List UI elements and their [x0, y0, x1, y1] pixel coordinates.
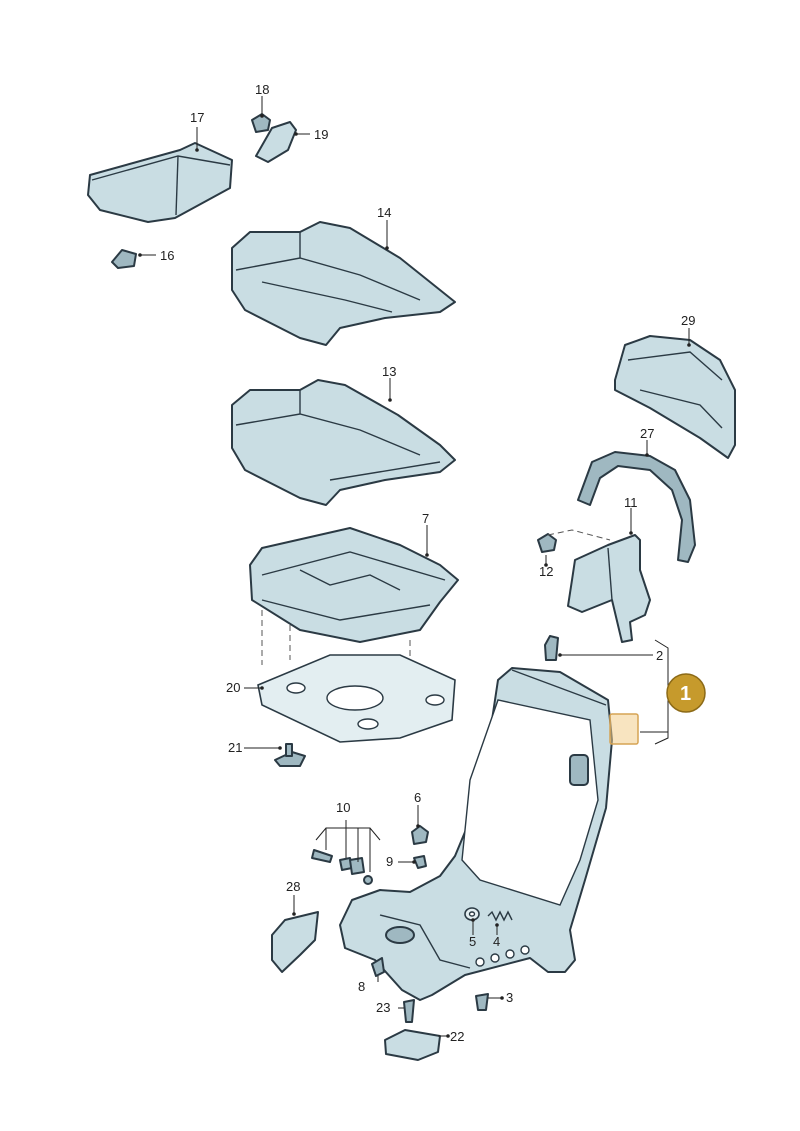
- part-21-fastener[interactable]: [274, 743, 306, 767]
- part-17-side-cushion[interactable]: [87, 142, 233, 223]
- label-7: 7: [422, 511, 429, 526]
- label-9: 9: [386, 854, 393, 869]
- label-21: 21: [228, 740, 242, 755]
- label-18: 18: [255, 82, 269, 97]
- part-28-cover[interactable]: [271, 911, 319, 973]
- part-13-seat-foam[interactable]: [231, 379, 456, 506]
- highlight-area: [609, 713, 639, 745]
- label-11: 11: [624, 495, 638, 510]
- part-23-bolt[interactable]: [403, 999, 415, 1023]
- label-2: 2: [656, 648, 663, 663]
- label-17: 17: [190, 110, 204, 125]
- part-6-nut[interactable]: [411, 825, 429, 845]
- label-6: 6: [414, 790, 421, 805]
- part-2-plug[interactable]: [544, 635, 559, 661]
- part-16-clip[interactable]: [111, 249, 137, 269]
- label-28: 28: [286, 879, 300, 894]
- label-5: 5: [469, 934, 476, 949]
- label-12: 12: [539, 564, 553, 579]
- label-14: 14: [377, 205, 391, 220]
- label-23: 23: [376, 1000, 390, 1015]
- part-10-fasteners[interactable]: [311, 849, 373, 885]
- part-29-backrest-panel[interactable]: [614, 335, 736, 459]
- label-20: 20: [226, 680, 240, 695]
- part-14-seat-cover[interactable]: [231, 221, 456, 346]
- label-16: 16: [160, 248, 174, 263]
- part-19-bracket[interactable]: [255, 121, 297, 163]
- label-29: 29: [681, 313, 695, 328]
- part-11-bracket[interactable]: [567, 534, 651, 643]
- label-19: 19: [314, 127, 328, 142]
- label-22: 22: [450, 1029, 464, 1044]
- label-27: 27: [640, 426, 654, 441]
- part-9-screw[interactable]: [413, 855, 427, 869]
- label-4: 4: [493, 934, 500, 949]
- label-3: 3: [506, 990, 513, 1005]
- part-12-nut[interactable]: [537, 533, 557, 553]
- part-18-nut[interactable]: [251, 113, 271, 133]
- label-8: 8: [358, 979, 365, 994]
- part-8-clip[interactable]: [371, 957, 385, 977]
- part-27-trim-bow[interactable]: [577, 451, 696, 563]
- part-3-bolt[interactable]: [475, 993, 489, 1011]
- part-4-spring[interactable]: [487, 910, 513, 922]
- part-7-seat-pan[interactable]: [249, 527, 459, 643]
- label-13: 13: [382, 364, 396, 379]
- part-1-badge[interactable]: 1: [666, 673, 706, 713]
- part-5-washer[interactable]: [464, 907, 480, 921]
- part-20-base-plate[interactable]: [257, 654, 456, 743]
- seat-frame[interactable]: [339, 667, 613, 1001]
- label-10: 10: [336, 800, 350, 815]
- label-1: 1: [680, 683, 691, 705]
- part-22-block[interactable]: [384, 1029, 441, 1061]
